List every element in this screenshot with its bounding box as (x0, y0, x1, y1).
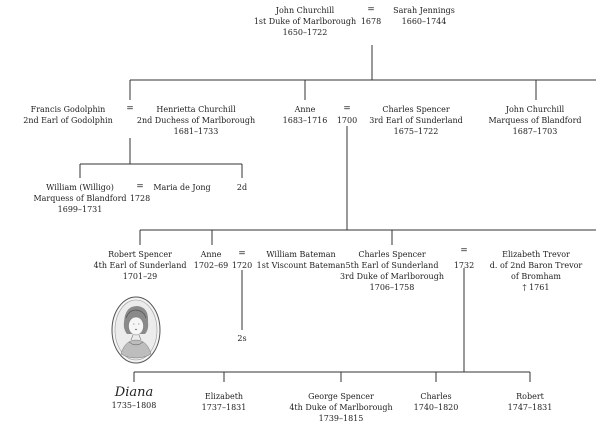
person-dates: 1740–1820 (413, 403, 459, 412)
person-charles-spencer-5th-earl: Charles Spencer 5th Earl of Sunderland 3… (340, 249, 444, 293)
person-name: William Bateman (266, 250, 336, 259)
person-name: John Churchill (275, 6, 335, 15)
person-dates: 1735–1808 (111, 401, 157, 410)
person-name: John Churchill (505, 105, 565, 114)
person-title: d. of 2nd Baron Trevor (489, 261, 583, 270)
person-name: Henrietta Churchill (156, 105, 236, 114)
marriage-symbol-1720: = (238, 249, 246, 259)
person-robert: Robert 1747–1831 (508, 391, 553, 413)
person-name: Robert Spencer (108, 250, 172, 259)
marriage-symbol-1728: = (136, 182, 144, 192)
person-dates: 1683–1716 (282, 116, 328, 125)
person-elizabeth-trevor: Elizabeth Trevor d. of 2nd Baron Trevor … (490, 249, 582, 293)
person-name: Robert (516, 392, 544, 401)
person-john-churchill-1st-duke: John Churchill 1st Duke of Marlborough 1… (254, 5, 356, 38)
person-name: Elizabeth Trevor (502, 250, 570, 259)
person-robert-spencer: Robert Spencer 4th Earl of Sunderland 17… (94, 249, 187, 282)
person-dates: 1687–1703 (512, 127, 558, 136)
person-title: 4th Earl of Sunderland (93, 261, 187, 270)
person-title: 2nd Duchess of Marlborough (136, 116, 256, 125)
person-francis-godolphin: Francis Godolphin 2nd Earl of Godolphin (23, 104, 112, 126)
person-name: George Spencer (308, 392, 374, 401)
marriage-symbol-1732: = (460, 246, 468, 256)
person-charles: Charles 1740–1820 (414, 391, 459, 413)
person-title: 4th Duke of Marlborough (289, 403, 393, 412)
person-dates: 1702–69 (193, 261, 229, 270)
person-name: Diana (114, 385, 154, 400)
person-title: 1st Duke of Marlborough (253, 17, 357, 26)
person-name: Charles Spencer (382, 105, 450, 114)
marriage-year-1678: 1678 (360, 17, 382, 26)
person-name: Francis Godolphin (30, 105, 106, 114)
person-dates: 1701–29 (122, 272, 158, 281)
person-title-2: 3rd Duke of Marlborough (340, 272, 444, 281)
person-dates: † 1761 (522, 283, 550, 292)
person-title: 3rd Earl of Sunderland (369, 116, 463, 125)
marriage-year-1700: 1700 (336, 116, 358, 125)
person-dates: 1706–1758 (369, 283, 415, 292)
person-dates: 1739–1815 (318, 414, 364, 423)
person-name: Charles (420, 392, 452, 401)
person-name: Maria de Jong (153, 183, 211, 192)
person-title: 2nd Earl of Godolphin (23, 116, 113, 125)
marriage-year-1720: 1720 (231, 261, 253, 270)
person-dates: 1747–1831 (507, 403, 553, 412)
person-sarah-jennings: Sarah Jennings 1660–1744 (393, 5, 455, 27)
person-name: William (Willigo) (46, 183, 114, 192)
person-dates: 1660–1744 (401, 17, 447, 26)
person-title: 1st Viscount Bateman (256, 261, 346, 270)
person-dates: 1675–1722 (393, 127, 439, 136)
person-name: Sarah Jennings (393, 6, 455, 15)
person-name: Charles Spencer (358, 250, 426, 259)
person-henrietta-churchill: Henrietta Churchill 2nd Duchess of Marlb… (137, 104, 255, 137)
person-title: Marquess of Blandford (488, 116, 582, 125)
person-anne-spencer: Anne 1702–69 (194, 249, 229, 271)
person-dates: 1681–1733 (173, 127, 219, 136)
person-william-bateman: William Bateman 1st Viscount Bateman (257, 249, 346, 271)
person-charles-spencer-3rd-earl: Charles Spencer 3rd Earl of Sunderland 1… (369, 104, 463, 137)
person-elizabeth: Elizabeth 1737–1831 (202, 391, 247, 413)
person-name: Anne (200, 250, 222, 259)
marriage-year-1728: 1728 (129, 194, 151, 203)
second-marriage-note: 2d (236, 183, 248, 192)
person-name: Elizabeth (204, 392, 244, 401)
person-george-spencer: George Spencer 4th Duke of Marlborough 1… (289, 391, 392, 424)
marriage-year-1732: 1732 (453, 261, 475, 270)
person-john-churchill-blandford: John Churchill Marquess of Blandford 168… (488, 104, 581, 137)
marriage-symbol-godolphin: = (126, 104, 134, 114)
person-william-willigo: William (Willigo) Marquess of Blandford … (33, 182, 126, 215)
person-title: 5th Earl of Sunderland (345, 261, 439, 270)
person-name: Anne (294, 105, 316, 114)
person-dates: 1699–1731 (57, 205, 103, 214)
person-dates: 1737–1831 (201, 403, 247, 412)
marriage-symbol-1678: = (367, 5, 375, 15)
diana-portrait (111, 296, 161, 364)
person-maria-de-jong: Maria de Jong (153, 182, 210, 193)
second-marriage-note-bateman: 2s (237, 334, 247, 343)
person-title: Marquess of Blandford (33, 194, 127, 203)
person-title-2: of Bromham (511, 272, 561, 281)
marriage-symbol-1700: = (343, 104, 351, 114)
person-diana: Diana 1735–1808 (112, 386, 157, 411)
person-dates: 1650–1722 (282, 28, 328, 37)
person-anne-churchill: Anne 1683–1716 (283, 104, 328, 126)
